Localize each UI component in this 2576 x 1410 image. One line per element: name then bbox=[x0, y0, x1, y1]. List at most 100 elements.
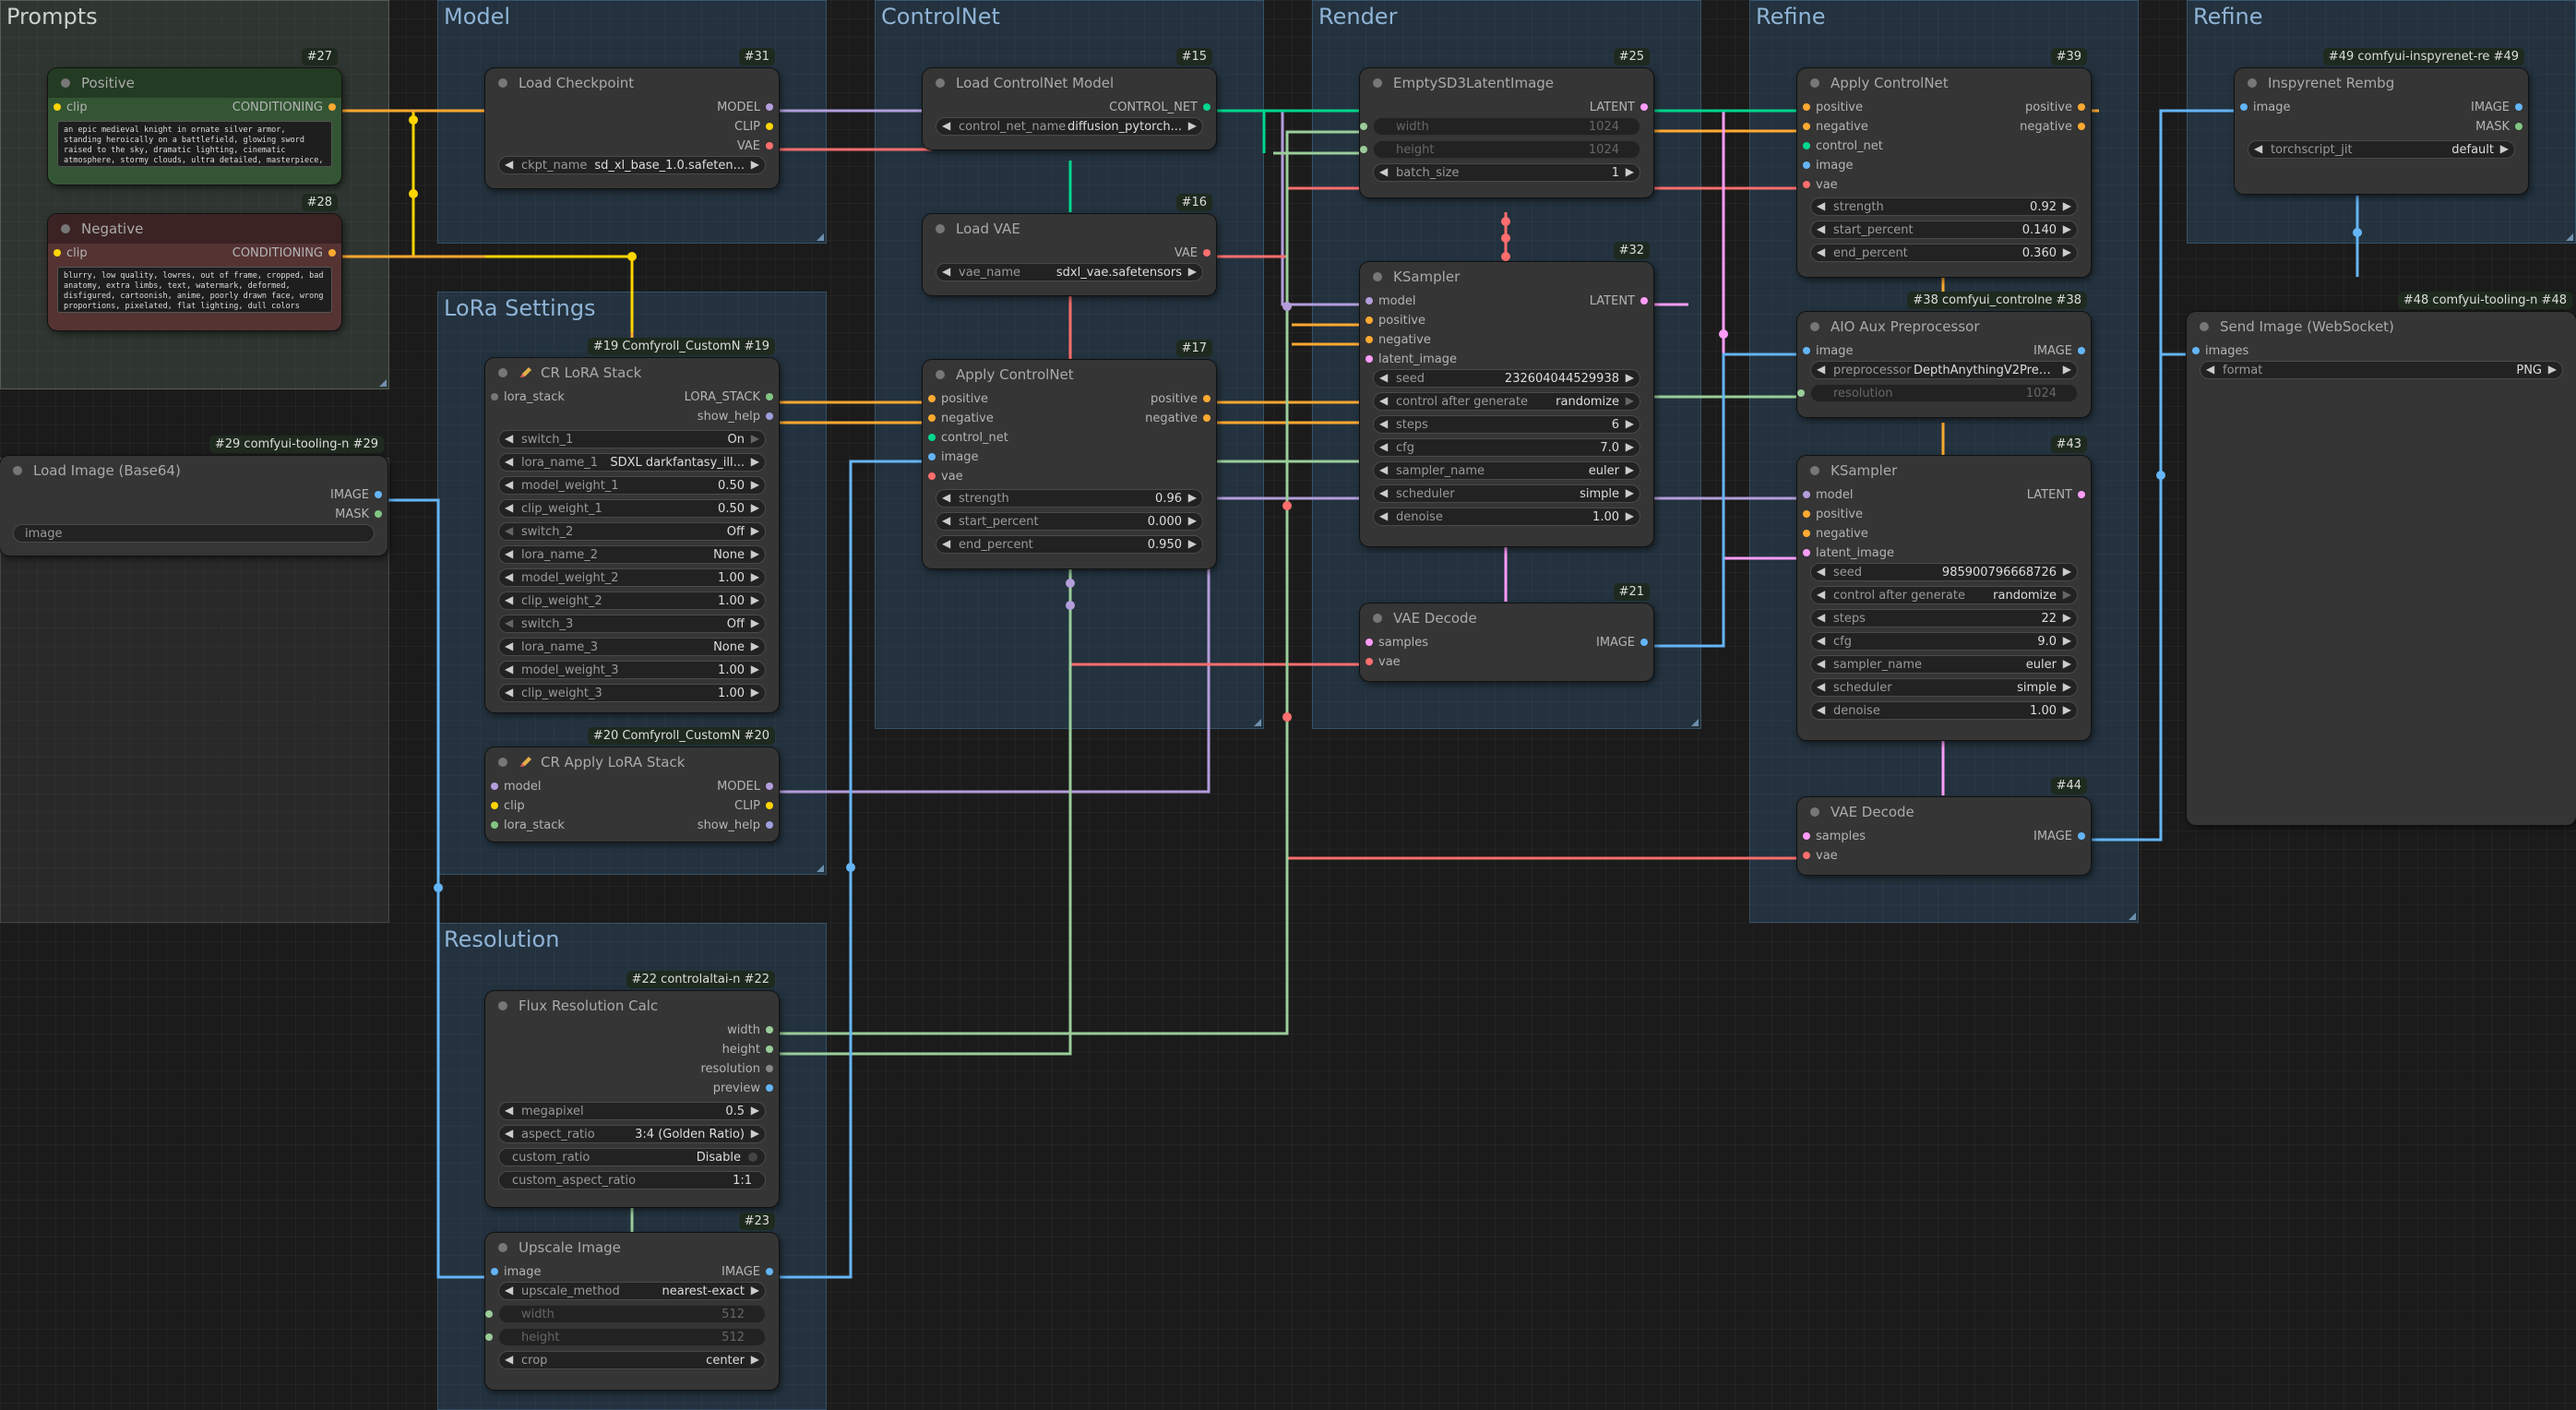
arrow-left-icon[interactable]: ◀ bbox=[505, 158, 514, 171]
collapse-dot-icon[interactable] bbox=[936, 224, 945, 233]
arrow-left-icon[interactable]: ◀ bbox=[505, 1104, 514, 1117]
prompt-textarea[interactable]: an epic medieval knight in ornate silver… bbox=[57, 121, 332, 167]
arrow-left-icon[interactable]: ◀ bbox=[505, 1353, 514, 1366]
collapse-dot-icon[interactable] bbox=[61, 224, 70, 233]
arrow-right-icon[interactable]: ▶ bbox=[1187, 514, 1197, 527]
node-header[interactable]: Send Image (WebSocket) bbox=[2187, 312, 2576, 341]
arrow-left-icon[interactable]: ◀ bbox=[1379, 371, 1389, 384]
input-port-icon[interactable] bbox=[1803, 530, 1810, 537]
node-header[interactable]: Apply ControlNet bbox=[923, 360, 1216, 389]
arrow-right-icon[interactable]: ▶ bbox=[750, 616, 759, 629]
node-load-controlnet-model[interactable]: #15 Load ControlNet Model CONTROL_NET ◀c… bbox=[923, 48, 1216, 149]
input-port-icon[interactable] bbox=[1360, 146, 1367, 153]
output-port-icon[interactable] bbox=[375, 491, 382, 498]
input-port-icon[interactable] bbox=[1803, 142, 1810, 149]
input-port-icon[interactable] bbox=[1366, 639, 1373, 646]
arrow-right-icon[interactable]: ▶ bbox=[2062, 588, 2071, 601]
arrow-left-icon[interactable]: ◀ bbox=[942, 119, 951, 132]
arrow-right-icon[interactable]: ▶ bbox=[750, 663, 759, 675]
input-port-icon[interactable] bbox=[928, 453, 936, 460]
arrow-left-icon[interactable]: ◀ bbox=[505, 524, 514, 537]
input-port-icon[interactable] bbox=[1803, 832, 1810, 840]
node-load-image-base64[interactable]: #29 comfyui-tooling-n #29 Load Image (Ba… bbox=[0, 436, 388, 556]
collapse-dot-icon[interactable] bbox=[1810, 807, 1819, 817]
collapse-dot-icon[interactable] bbox=[1810, 466, 1819, 475]
output-port-icon[interactable] bbox=[766, 783, 773, 790]
collapse-dot-icon[interactable] bbox=[2248, 78, 2257, 88]
arrow-left-icon[interactable]: ◀ bbox=[1379, 417, 1389, 430]
arrow-right-icon[interactable]: ▶ bbox=[750, 570, 759, 583]
output-port-icon[interactable] bbox=[766, 1084, 773, 1092]
output-port-icon[interactable] bbox=[1203, 249, 1210, 257]
collapse-dot-icon[interactable] bbox=[1373, 78, 1382, 88]
group-resize-handle[interactable] bbox=[379, 379, 387, 387]
arrow-left-icon[interactable]: ◀ bbox=[505, 478, 514, 491]
input-port-icon[interactable] bbox=[1803, 549, 1810, 556]
arrow-right-icon[interactable]: ▶ bbox=[1625, 440, 1634, 453]
input-port-icon[interactable] bbox=[54, 249, 61, 257]
group-resize-handle[interactable] bbox=[817, 865, 824, 872]
node-header[interactable]: CR Apply LoRA Stack bbox=[485, 747, 779, 777]
collapse-dot-icon[interactable] bbox=[498, 368, 507, 377]
arrow-left-icon[interactable]: ◀ bbox=[505, 570, 514, 583]
collapse-dot-icon[interactable] bbox=[936, 78, 945, 88]
arrow-right-icon[interactable]: ▶ bbox=[2547, 363, 2557, 376]
arrow-left-icon[interactable]: ◀ bbox=[505, 686, 514, 699]
arrow-left-icon[interactable]: ◀ bbox=[2206, 363, 2215, 376]
arrow-left-icon[interactable]: ◀ bbox=[505, 501, 514, 514]
collapse-dot-icon[interactable] bbox=[1810, 322, 1819, 331]
arrow-left-icon[interactable]: ◀ bbox=[505, 1127, 514, 1140]
prompt-textarea[interactable]: blurry, low quality, lowres, out of fram… bbox=[57, 267, 332, 313]
collapse-dot-icon[interactable] bbox=[1373, 272, 1382, 281]
input-port-icon[interactable] bbox=[1366, 355, 1373, 363]
arrow-left-icon[interactable]: ◀ bbox=[1379, 440, 1389, 453]
output-port-icon[interactable] bbox=[766, 123, 773, 130]
group-resize-handle[interactable] bbox=[817, 233, 824, 241]
input-port-icon[interactable] bbox=[928, 472, 936, 480]
arrow-right-icon[interactable]: ▶ bbox=[1625, 463, 1634, 476]
arrow-right-icon[interactable]: ▶ bbox=[2062, 245, 2071, 258]
arrow-right-icon[interactable]: ▶ bbox=[1187, 119, 1197, 132]
input-port-icon[interactable] bbox=[1797, 389, 1805, 397]
arrow-left-icon[interactable]: ◀ bbox=[1817, 565, 1826, 578]
arrow-left-icon[interactable]: ◀ bbox=[1817, 199, 1826, 212]
node-positive-prompt[interactable]: #27 Positive clip CONDITIONING an epic m… bbox=[48, 48, 341, 185]
arrow-right-icon[interactable]: ▶ bbox=[750, 686, 759, 699]
node-header[interactable]: AIO Aux Preprocessor bbox=[1797, 312, 2091, 341]
input-port-icon[interactable] bbox=[491, 821, 498, 829]
output-port-icon[interactable] bbox=[1640, 297, 1648, 305]
input-port-icon[interactable] bbox=[1366, 317, 1373, 324]
node-inspyrenet-rembg[interactable]: #49 comfyui-inspyrenet-re #49 Inspyrenet… bbox=[2235, 48, 2528, 194]
node-header[interactable]: EmptySD3LatentImage bbox=[1360, 68, 1653, 98]
input-port-icon[interactable] bbox=[1803, 161, 1810, 169]
arrow-right-icon[interactable]: ▶ bbox=[1187, 491, 1197, 504]
arrow-left-icon[interactable]: ◀ bbox=[1817, 634, 1826, 647]
arrow-right-icon[interactable]: ▶ bbox=[750, 158, 759, 171]
